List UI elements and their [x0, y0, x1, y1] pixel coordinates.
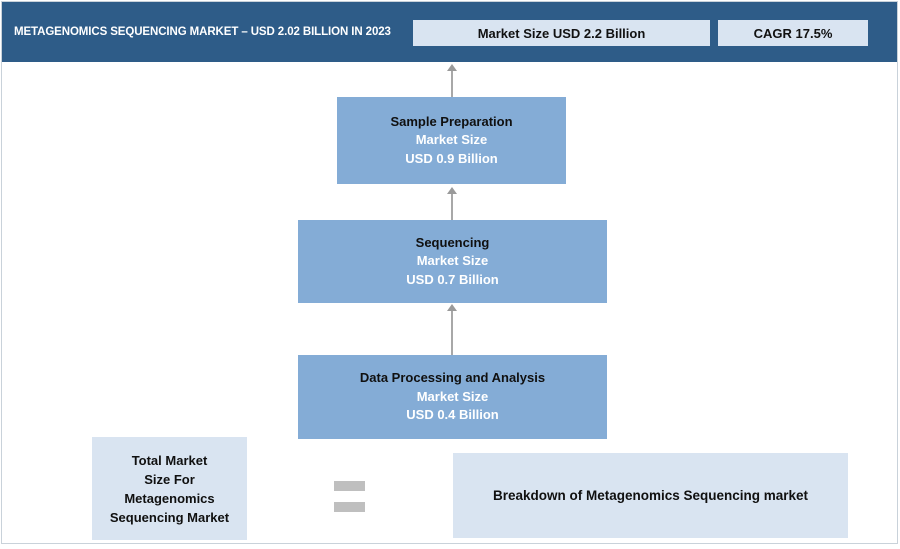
box-value: USD 0.4 Billion [406, 407, 499, 423]
total-box-line: Metagenomics [124, 490, 215, 506]
box-title: Data Processing and Analysis [359, 370, 546, 386]
flow-box-sample-preparation: Sample Preparation Market Size USD 0.9 B… [337, 97, 566, 184]
box-title: Sequencing [415, 234, 490, 250]
arrow-line [451, 194, 453, 220]
breakdown-box: Breakdown of Metagenomics Sequencing mar… [453, 453, 848, 538]
box-value: USD 0.7 Billion [406, 271, 499, 287]
equals-icon [334, 481, 365, 512]
box-subtitle: Market Size [415, 132, 488, 148]
box-value: USD 0.9 Billion [405, 150, 498, 166]
arrow-line [451, 71, 453, 97]
equals-bar-bottom [334, 502, 365, 512]
total-market-box: Total Market Size For Metagenomics Seque… [92, 437, 247, 540]
page-title: METAGENOMICS SEQUENCING MARKET – USD 2.0… [14, 26, 391, 38]
arrow-up-icon [447, 304, 457, 355]
box-subtitle: Market Size [416, 388, 489, 404]
breakdown-label: Breakdown of Metagenomics Sequencing mar… [492, 488, 809, 503]
total-box-line: Total Market [131, 452, 208, 468]
total-box-line: Size For [144, 471, 195, 487]
box-title: Sample Preparation [390, 113, 513, 129]
arrow-head [447, 64, 457, 71]
equals-bar-top [334, 481, 365, 491]
arrow-head [447, 304, 457, 311]
total-box-line: Sequencing Market [109, 509, 230, 525]
flow-box-data-processing: Data Processing and Analysis Market Size… [298, 355, 607, 439]
arrow-line [451, 311, 453, 355]
header-bar: METAGENOMICS SEQUENCING MARKET – USD 2.0… [2, 2, 897, 62]
arrow-up-icon [447, 64, 457, 97]
arrow-head [447, 187, 457, 194]
box-subtitle: Market Size [416, 253, 489, 269]
arrow-up-icon [447, 187, 457, 220]
market-size-badge: Market Size USD 2.2 Billion [413, 20, 710, 46]
cagr-badge: CAGR 17.5% [718, 20, 868, 46]
flow-box-sequencing: Sequencing Market Size USD 0.7 Billion [298, 220, 607, 303]
